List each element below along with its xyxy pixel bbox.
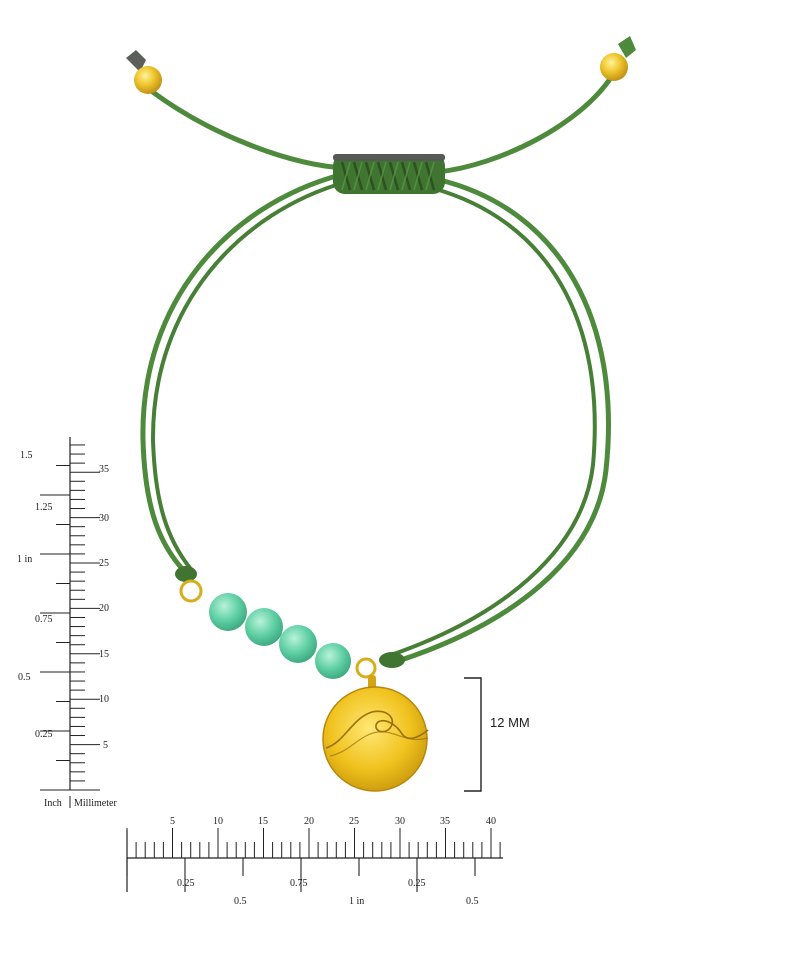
inch-label: 1 in xyxy=(349,896,364,907)
dimension-label: 12 MM xyxy=(490,715,530,730)
inch-label: 0.25 xyxy=(35,729,53,740)
jump-ring-right xyxy=(355,657,377,679)
vertical-mm-labels: 35 30 25 20 15 10 5 xyxy=(99,464,109,751)
mm-label: 10 xyxy=(213,816,223,827)
vertical-inch-labels: 1.5 1.25 1 in 0.75 0.5 0.25 xyxy=(17,450,53,740)
bead xyxy=(245,608,283,646)
wave-icon xyxy=(325,710,429,757)
ruler-caption-inch: Inch xyxy=(44,798,62,809)
bead xyxy=(315,643,351,679)
bead-row xyxy=(209,593,351,679)
dimension-bracket: 12 MM xyxy=(464,677,530,792)
horizontal-ruler: 5 10 15 20 25 30 35 40 0.25 0.5 0.75 1 i… xyxy=(126,816,503,907)
inch-label: 0.5 xyxy=(234,896,247,907)
mm-label: 30 xyxy=(99,513,109,524)
bracelet xyxy=(126,36,636,792)
mm-label: 20 xyxy=(99,603,109,614)
inch-label: 1.25 xyxy=(35,502,53,513)
inch-label: 0.5 xyxy=(18,672,31,683)
ruler-caption-mm: Millimeter xyxy=(74,798,117,809)
bead xyxy=(209,593,247,631)
jump-ring-left xyxy=(179,579,203,603)
cord-tail-right xyxy=(435,73,615,175)
mm-label: 30 xyxy=(395,816,405,827)
charm xyxy=(322,675,429,792)
cord-tail-left xyxy=(147,87,348,171)
mm-label: 25 xyxy=(99,558,109,569)
cord-end-right xyxy=(618,36,636,58)
inch-label: 1 in xyxy=(17,554,32,565)
mm-label: 35 xyxy=(99,464,109,475)
sliding-knot xyxy=(333,154,445,194)
mm-label: 40 xyxy=(486,816,496,827)
knot-right xyxy=(379,652,405,668)
cord-loop-right-b xyxy=(386,186,597,658)
mm-label: 15 xyxy=(258,816,268,827)
vertical-ruler: 1.5 1.25 1 in 0.75 0.5 0.25 35 30 25 20 … xyxy=(17,437,117,809)
mm-label: 20 xyxy=(304,816,314,827)
inch-label: 0.75 xyxy=(35,614,53,625)
gold-end-bead-left xyxy=(134,66,162,94)
horizontal-mm-labels: 5 10 15 20 25 30 35 40 xyxy=(170,816,496,827)
inch-label: 0.25 xyxy=(177,878,195,889)
cord-end-left xyxy=(126,50,146,72)
mm-label: 35 xyxy=(440,816,450,827)
inch-label: 0.25 xyxy=(408,878,426,889)
inch-label: 1.5 xyxy=(20,450,33,461)
cord-loop-left-a xyxy=(140,172,343,575)
mm-label: 25 xyxy=(349,816,359,827)
cord-loop-right-a xyxy=(392,177,611,665)
inch-label: 0.75 xyxy=(290,878,308,889)
mm-label: 10 xyxy=(99,694,109,705)
mm-label: 15 xyxy=(99,649,109,660)
mm-label: 5 xyxy=(103,740,108,751)
inch-label: 0.5 xyxy=(466,896,479,907)
horizontal-inch-labels: 0.25 0.5 0.75 1 in 0.25 0.5 xyxy=(177,878,479,907)
mm-label: 5 xyxy=(170,816,175,827)
knot-left xyxy=(175,566,197,582)
gold-end-bead-right xyxy=(600,53,628,81)
bead xyxy=(279,625,317,663)
cord-loop-left-b xyxy=(150,180,348,570)
